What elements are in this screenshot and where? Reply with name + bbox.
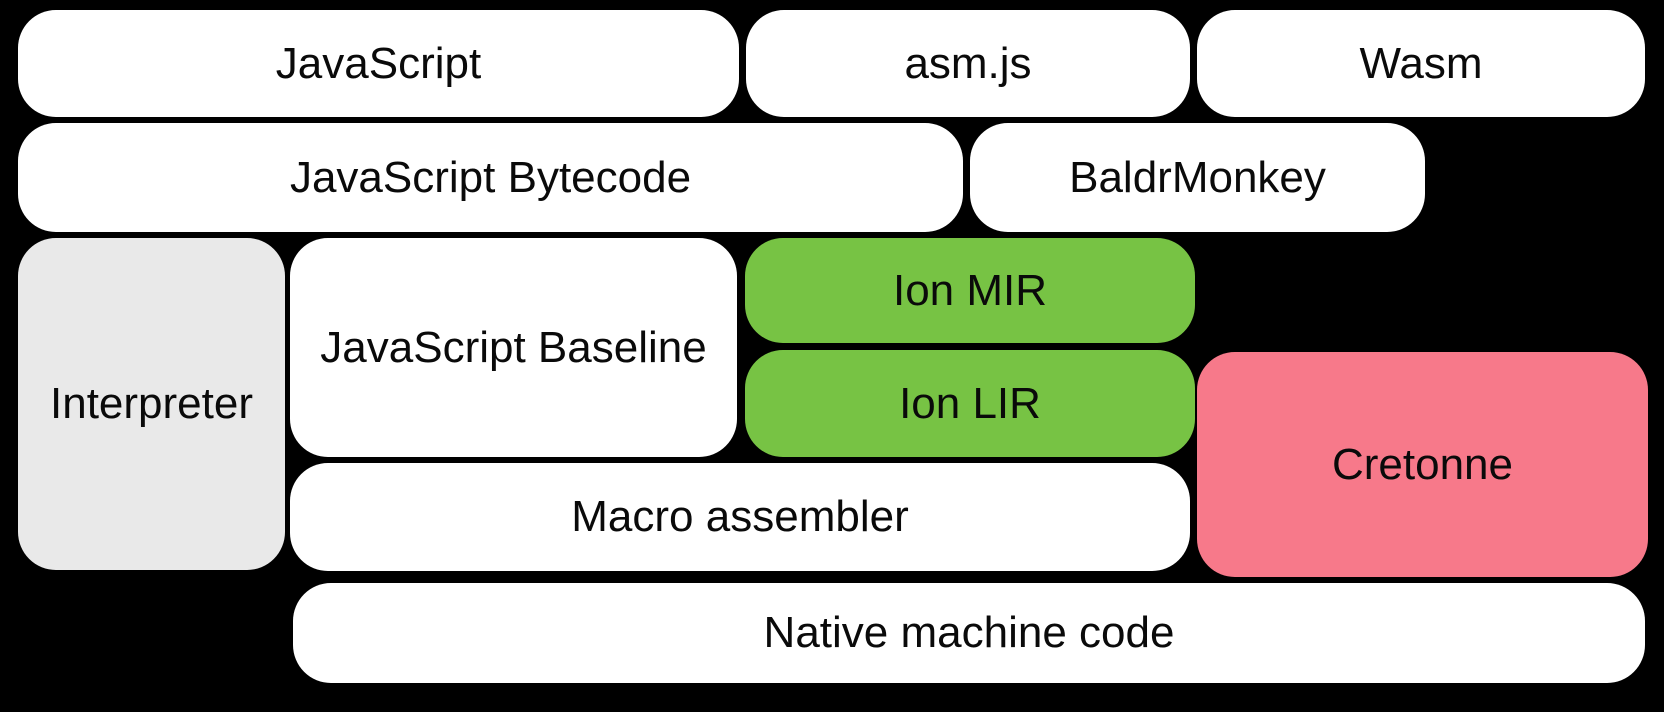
node-wasm: Wasm: [1197, 10, 1645, 117]
node-native-machine-code: Native machine code: [293, 583, 1645, 683]
node-baldrmonkey: BaldrMonkey: [970, 123, 1425, 232]
node-ion-lir: Ion LIR: [745, 350, 1195, 457]
node-javascript-baseline: JavaScript Baseline: [290, 238, 737, 457]
node-javascript: JavaScript: [18, 10, 739, 117]
node-javascript-bytecode: JavaScript Bytecode: [18, 123, 963, 232]
node-cretonne: Cretonne: [1197, 352, 1648, 577]
node-ion-mir: Ion MIR: [745, 238, 1195, 343]
node-macro-assembler: Macro assembler: [290, 463, 1190, 571]
node-interpreter: Interpreter: [18, 238, 285, 570]
node-asm-js: asm.js: [746, 10, 1190, 117]
